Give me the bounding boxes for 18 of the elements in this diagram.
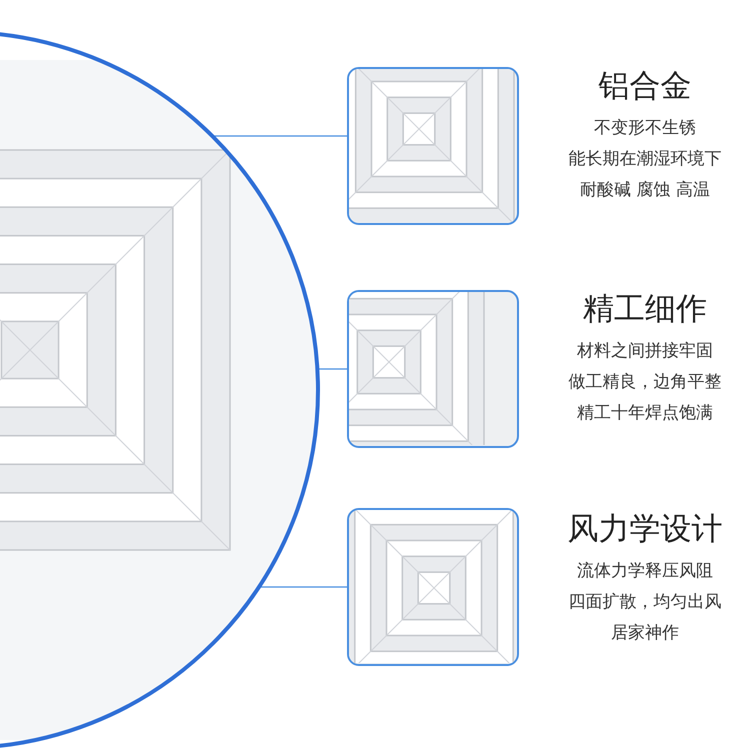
leader-line <box>212 135 347 137</box>
grille-photo <box>347 508 519 666</box>
leader-line <box>258 586 347 588</box>
leader-line <box>317 368 347 370</box>
feature-text: 居家神作 <box>610 622 680 645</box>
feature-text: 能长期在潮湿环境下 <box>568 148 722 171</box>
feature-text: 四面扩散，均匀出风 <box>568 591 722 614</box>
feature-text: 不变形不生锈 <box>593 117 697 140</box>
grille-photo <box>347 67 519 225</box>
feature-text: 材料之间拼接牢固 <box>576 340 714 363</box>
feature-heading: 精工细作 <box>582 290 708 329</box>
feature-text: 流体力学释压风阻 <box>576 560 714 583</box>
grille-photo <box>347 290 519 448</box>
feature-text: 做工精良，边角平整 <box>568 371 722 394</box>
feature-heading: 铝合金 <box>598 67 692 106</box>
feature-heading: 风力学设计 <box>566 510 724 549</box>
feature-text: 耐酸碱 腐蚀 高温 <box>579 179 711 202</box>
feature-text: 精工十年焊点饱满 <box>576 402 714 425</box>
